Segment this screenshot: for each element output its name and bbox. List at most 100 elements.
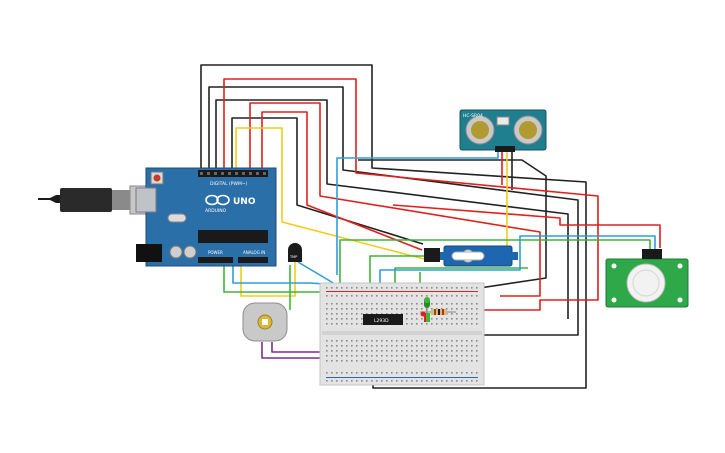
breadboard-hole: [356, 318, 358, 320]
breadboard-hole: [401, 287, 403, 289]
ultrasonic-model-label: HC-SR04: [463, 113, 483, 119]
breadboard-hole: [361, 287, 363, 289]
breadboard-hole: [476, 350, 478, 352]
breadboard-hole: [326, 372, 328, 374]
breadboard-hole: [366, 308, 368, 310]
breadboard-hole: [356, 295, 358, 297]
ultrasonic-sensor[interactable]: HC-SR04: [459, 109, 547, 152]
breadboard-hole: [341, 287, 343, 289]
breadboard-hole: [471, 323, 473, 325]
breadboard-hole: [346, 303, 348, 305]
breadboard-hole: [381, 313, 383, 315]
breadboard-hole: [331, 295, 333, 297]
breadboard-hole: [431, 303, 433, 305]
resistor[interactable]: [420, 309, 456, 315]
breadboard-hole: [406, 345, 408, 347]
breadboard-hole: [421, 287, 423, 289]
breadboard-hole: [351, 287, 353, 289]
breadboard[interactable]: [319, 282, 485, 386]
servo-connector: [424, 248, 440, 262]
breadboard-hole: [416, 355, 418, 357]
breadboard-hole: [371, 303, 373, 305]
breadboard-hole: [326, 313, 328, 315]
capacitor-1: [169, 245, 183, 259]
breadboard-hole: [426, 372, 428, 374]
breadboard-hole: [466, 318, 468, 320]
breadboard-hole: [456, 380, 458, 382]
breadboard-hole: [401, 350, 403, 352]
wire-black-1: [200, 64, 587, 389]
servo-tab-left: [438, 252, 446, 260]
breadboard-hole: [381, 308, 383, 310]
breadboard-hole: [341, 350, 343, 352]
breadboard-hole: [426, 345, 428, 347]
breadboard-hole: [411, 340, 413, 342]
breadboard-hole: [361, 355, 363, 357]
breadboard-hole: [356, 340, 358, 342]
breadboard-hole: [406, 308, 408, 310]
breadboard-hole: [441, 350, 443, 352]
breadboard-hole: [386, 340, 388, 342]
breadboard-hole: [401, 380, 403, 382]
breadboard-hole: [391, 350, 393, 352]
uno-label: UNO: [233, 197, 256, 207]
pir-dome-ring: [632, 269, 660, 297]
breadboard-hole: [441, 323, 443, 325]
breadboard-hole: [411, 323, 413, 325]
breadboard-hole: [406, 372, 408, 374]
breadboard-hole: [351, 360, 353, 362]
breadboard-hole: [461, 295, 463, 297]
breadboard-hole: [371, 360, 373, 362]
l293d-driver-chip[interactable]: L293D: [363, 314, 403, 325]
breadboard-hole: [461, 323, 463, 325]
breadboard-hole: [381, 380, 383, 382]
wire-green-2: [339, 239, 651, 288]
breadboard-hole: [451, 308, 453, 310]
temperature-sensor[interactable]: TMP: [288, 243, 302, 262]
breadboard-hole: [476, 318, 478, 320]
breadboard-hole: [351, 303, 353, 305]
breadboard-hole: [336, 308, 338, 310]
breadboard-hole: [466, 323, 468, 325]
pir-header: [642, 249, 662, 259]
breadboard-hole: [441, 380, 443, 382]
breadboard-hole: [351, 318, 353, 320]
breadboard-hole: [431, 287, 433, 289]
breadboard-hole: [461, 360, 463, 362]
breadboard-hole: [446, 380, 448, 382]
breadboard-hole: [336, 355, 338, 357]
breadboard-hole: [341, 313, 343, 315]
breadboard-hole: [386, 308, 388, 310]
breadboard-hole: [371, 308, 373, 310]
breadboard-hole: [336, 313, 338, 315]
breadboard-center-channel: [322, 331, 482, 335]
pir-sensor[interactable]: [605, 249, 689, 308]
pir-hole-2: [611, 297, 617, 303]
breadboard-hole: [386, 350, 388, 352]
breadboard-hole: [406, 295, 408, 297]
breadboard-hole: [356, 323, 358, 325]
breadboard-hole: [411, 287, 413, 289]
breadboard-hole: [476, 313, 478, 315]
breadboard-hole: [326, 303, 328, 305]
breadboard-hole: [371, 313, 373, 315]
arduino-uno-board[interactable]: DIGITAL (PWM~) UNO ARDUINO POWER ANALOG …: [135, 167, 277, 267]
breadboard-hole: [386, 303, 388, 305]
breadboard-hole: [436, 303, 438, 305]
dc-motor[interactable]: [242, 302, 288, 342]
breadboard-hole: [416, 340, 418, 342]
breadboard-hole: [411, 318, 413, 320]
breadboard-hole: [436, 295, 438, 297]
breadboard-hole: [421, 303, 423, 305]
breadboard-hole: [431, 355, 433, 357]
breadboard-hole: [366, 340, 368, 342]
capacitor-2: [183, 245, 197, 259]
breadboard-hole: [411, 345, 413, 347]
breadboard-hole: [356, 372, 358, 374]
breadboard-hole: [331, 380, 333, 382]
breadboard-hole: [396, 380, 398, 382]
breadboard-hole: [361, 340, 363, 342]
breadboard-hole: [466, 308, 468, 310]
servo-motor[interactable]: [424, 245, 518, 267]
breadboard-hole: [466, 372, 468, 374]
